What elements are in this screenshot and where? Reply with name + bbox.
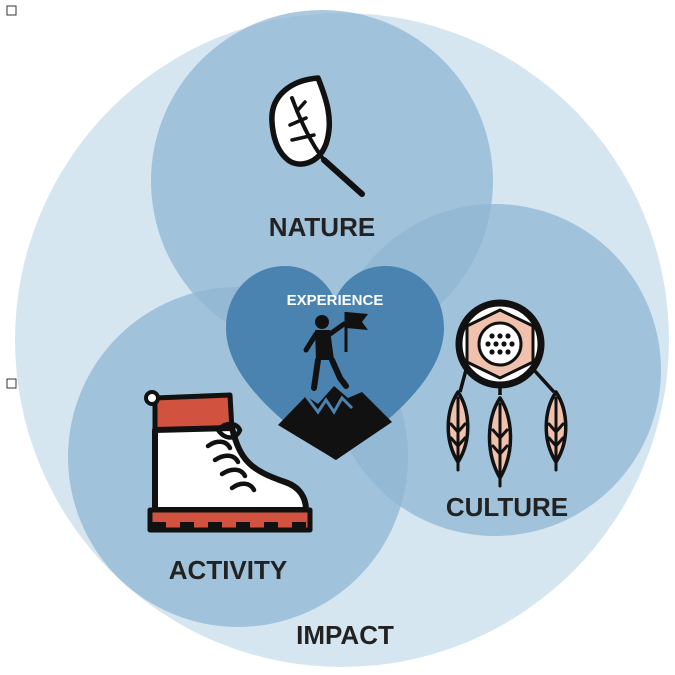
experience-label: EXPERIENCE xyxy=(287,292,384,309)
selection-handle-left xyxy=(6,378,17,389)
culture-label: CULTURE xyxy=(446,492,568,522)
leaf-icon xyxy=(269,75,365,197)
activity-label: ACTIVITY xyxy=(169,555,287,585)
nature-label: NATURE xyxy=(269,212,375,242)
summit-climber-icon xyxy=(278,312,392,460)
hiking-boot-icon xyxy=(144,390,313,533)
impact-label: IMPACT xyxy=(296,620,394,650)
dreamcatcher-icon xyxy=(446,299,568,488)
selection-handle-top xyxy=(6,5,17,16)
